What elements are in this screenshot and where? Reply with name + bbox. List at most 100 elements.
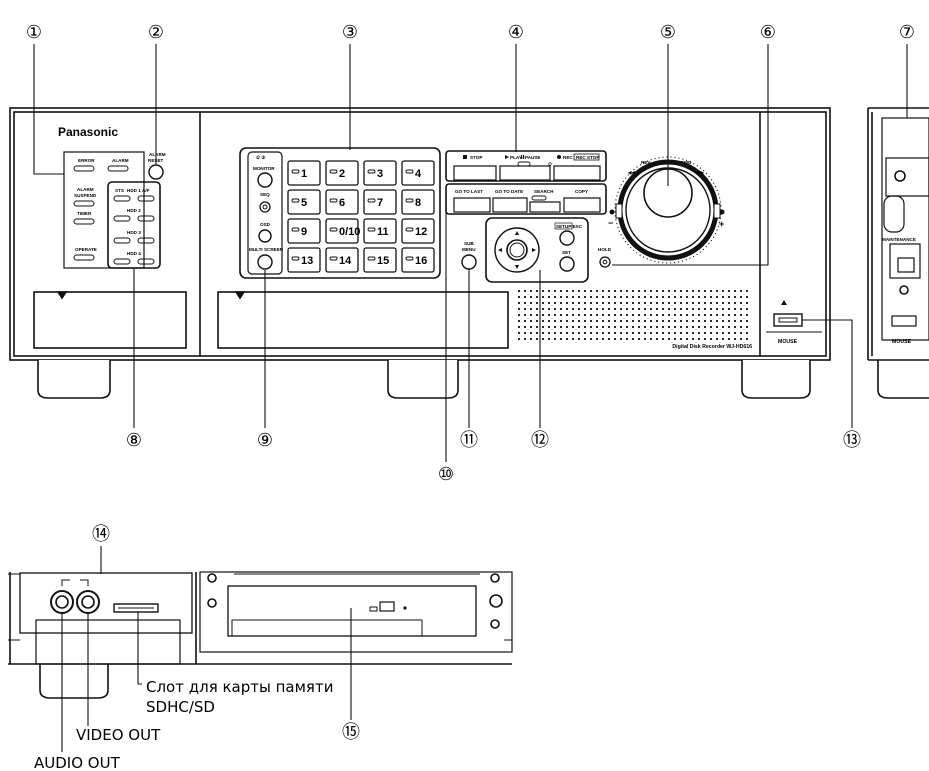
recorder-body <box>9 107 831 399</box>
video-out-jack[interactable] <box>76 590 100 614</box>
hdd4-label: HDD 4 <box>127 251 141 256</box>
osd-button[interactable] <box>258 229 272 243</box>
callout-11: ⑪ <box>460 430 478 450</box>
camera-key-1[interactable]: 1 <box>287 160 321 186</box>
stop-icon <box>463 155 467 159</box>
direction-pad[interactable] <box>494 227 540 273</box>
callout-1: ① <box>26 22 42 42</box>
rewind-icon: ◀◀ <box>627 170 636 175</box>
side-mouse-label: MOUSE <box>892 339 912 345</box>
callout-14: ⑭ <box>92 524 110 544</box>
monitor-button[interactable] <box>257 172 273 188</box>
camera-key-2[interactable]: 2 <box>325 160 359 186</box>
rec-button[interactable] <box>553 165 601 181</box>
camera-key-11[interactable]: 11 <box>363 218 397 244</box>
card-slot-annotation-2: SDHC/SD <box>146 698 215 716</box>
hold-button[interactable] <box>599 256 611 268</box>
camera-key-13[interactable]: 13 <box>287 247 321 273</box>
minus-label: − <box>608 218 613 228</box>
rec-icon <box>557 155 561 159</box>
setup-esc-button[interactable] <box>559 230 575 246</box>
camera-key-label: 12 <box>415 226 427 238</box>
callout-6: ⑥ <box>760 22 776 42</box>
camera-key-12[interactable]: 12 <box>401 218 435 244</box>
camera-key-label: 13 <box>301 255 313 267</box>
led-panel: ERROR ALARM ALARM SUSPEND TIMER OPERATE <box>63 151 145 269</box>
timer-led-label: TIMER <box>77 211 92 216</box>
keypad-panel-frame <box>239 147 441 279</box>
monitor-label: MONITOR <box>253 166 275 171</box>
transport-panel: STOP PLAY PAUSE REC REC STOP GO TO LAST … <box>445 150 607 215</box>
camera-key-8[interactable]: 8 <box>401 189 435 215</box>
hold-label: HOLD <box>598 247 612 252</box>
camera-key-4[interactable]: 4 <box>401 160 435 186</box>
camera-key-label: 4 <box>415 168 422 180</box>
sub-menu-label: SUB <box>464 241 474 246</box>
fast-forward-icon: ▶▶ <box>696 170 706 175</box>
copy-button[interactable] <box>563 197 601 213</box>
camera-key-7[interactable]: 7 <box>363 189 397 215</box>
center-button[interactable] <box>506 239 528 261</box>
camera-key-9[interactable]: 9 <box>287 218 321 244</box>
callout-8: ⑧ <box>126 430 142 450</box>
model-label: Digital Disk Recorder WJ-HD616 <box>672 344 752 350</box>
navigation-panel: SETUP/ESC SET <box>485 217 589 283</box>
copy-label: COPY <box>575 189 588 194</box>
callout-12: ⑫ <box>531 430 549 450</box>
arrow-right-icon <box>532 248 536 252</box>
camera-key-5[interactable]: 5 <box>287 189 321 215</box>
callout-15: ⑮ <box>342 722 360 742</box>
osd-label: OSD <box>260 222 271 227</box>
maintenance-label: MAINTENANCE <box>882 237 916 242</box>
callout-10: ⑩ <box>438 464 454 484</box>
operate-led-label: OPERATE <box>75 247 97 252</box>
callout-5: ⑤ <box>660 22 676 42</box>
camera-key-15[interactable]: 15 <box>363 247 397 273</box>
arrow-left-icon <box>498 248 502 252</box>
alarm-suspend-label-2: SUSPEND <box>74 193 97 198</box>
side-detail <box>867 107 929 399</box>
camera-key-3[interactable]: 3 <box>363 160 397 186</box>
camera-key-label: 15 <box>377 255 389 267</box>
leader-lines <box>33 44 908 752</box>
mouse-label: MOUSE <box>778 339 798 345</box>
go-to-last-label: GO TO LAST <box>455 189 483 194</box>
go-to-last-button[interactable] <box>453 197 491 213</box>
arrow-down-icon <box>515 265 519 269</box>
rev-label: REV <box>641 160 651 165</box>
setup-esc-label: SETUP/ESC <box>556 224 583 229</box>
sd-card-slot[interactable] <box>113 603 159 613</box>
callout-4: ④ <box>508 22 524 42</box>
camera-key-label: 8 <box>415 197 421 209</box>
brand-logo: Panasonic <box>58 125 118 139</box>
stop-button[interactable] <box>453 165 497 181</box>
speaker-grille <box>518 290 750 340</box>
camera-key-label: 14 <box>339 255 352 267</box>
alarm-suspend-label: ALARM <box>77 187 94 192</box>
hdd1-label: HDD 1 <box>127 188 141 193</box>
callout-2: ② <box>148 22 164 42</box>
go-to-date-button[interactable] <box>492 197 528 213</box>
camera-key-16[interactable]: 16 <box>401 247 435 273</box>
camera-key-14[interactable]: 14 <box>325 247 359 273</box>
set-button[interactable] <box>559 256 575 272</box>
pause-icon <box>521 155 523 159</box>
camera-key-10[interactable]: 0/10 <box>325 218 360 244</box>
camera-key-label: 9 <box>301 226 307 238</box>
video-out-annotation: VIDEO OUT <box>76 726 161 744</box>
hdd3-label: HDD 3 <box>127 230 141 235</box>
stop-label: STOP <box>470 155 482 160</box>
search-label: SEARCH <box>534 189 554 194</box>
alarm-reset-button[interactable] <box>148 164 164 180</box>
multi-screen-button[interactable] <box>257 254 273 270</box>
go-to-date-label: GO TO DATE <box>495 189 523 194</box>
hdd2-label: HDD 2 <box>127 208 141 213</box>
audio-out-jack[interactable] <box>50 590 74 614</box>
seq-button[interactable] <box>259 201 271 213</box>
sub-menu-label-2: MENU <box>462 247 476 252</box>
camera-key-6[interactable]: 6 <box>325 189 359 215</box>
search-button[interactable] <box>529 201 561 213</box>
